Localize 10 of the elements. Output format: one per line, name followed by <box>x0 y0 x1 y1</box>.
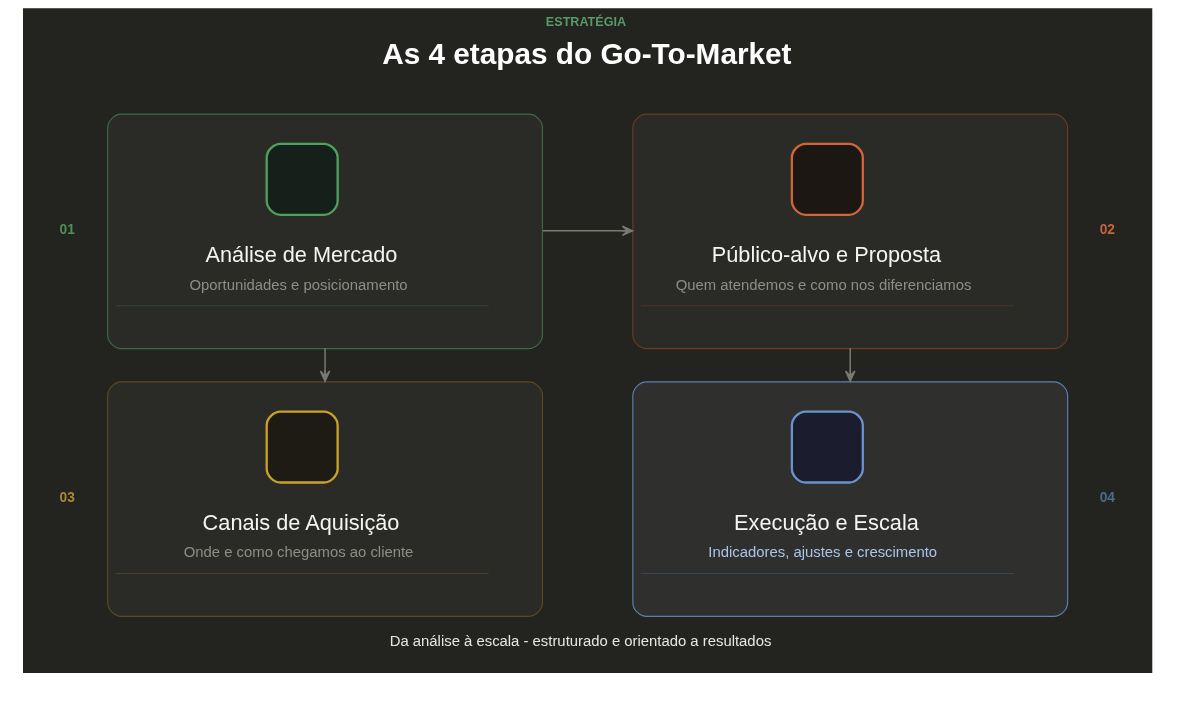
arrow <box>541 225 634 237</box>
node-label: 02 <box>1099 221 1115 237</box>
diagram-title: As 4 etapas do Go-To-Market <box>382 36 792 70</box>
arrow <box>319 347 331 382</box>
node-label: 01 <box>59 221 75 237</box>
caption: Da análise à escala - estruturado e orientado a resultados <box>389 633 772 650</box>
label: ESTRATÉGIA <box>545 14 627 29</box>
node-label: 04 <box>1099 489 1115 505</box>
arrow <box>844 347 856 382</box>
node-label: 03 <box>59 489 75 505</box>
